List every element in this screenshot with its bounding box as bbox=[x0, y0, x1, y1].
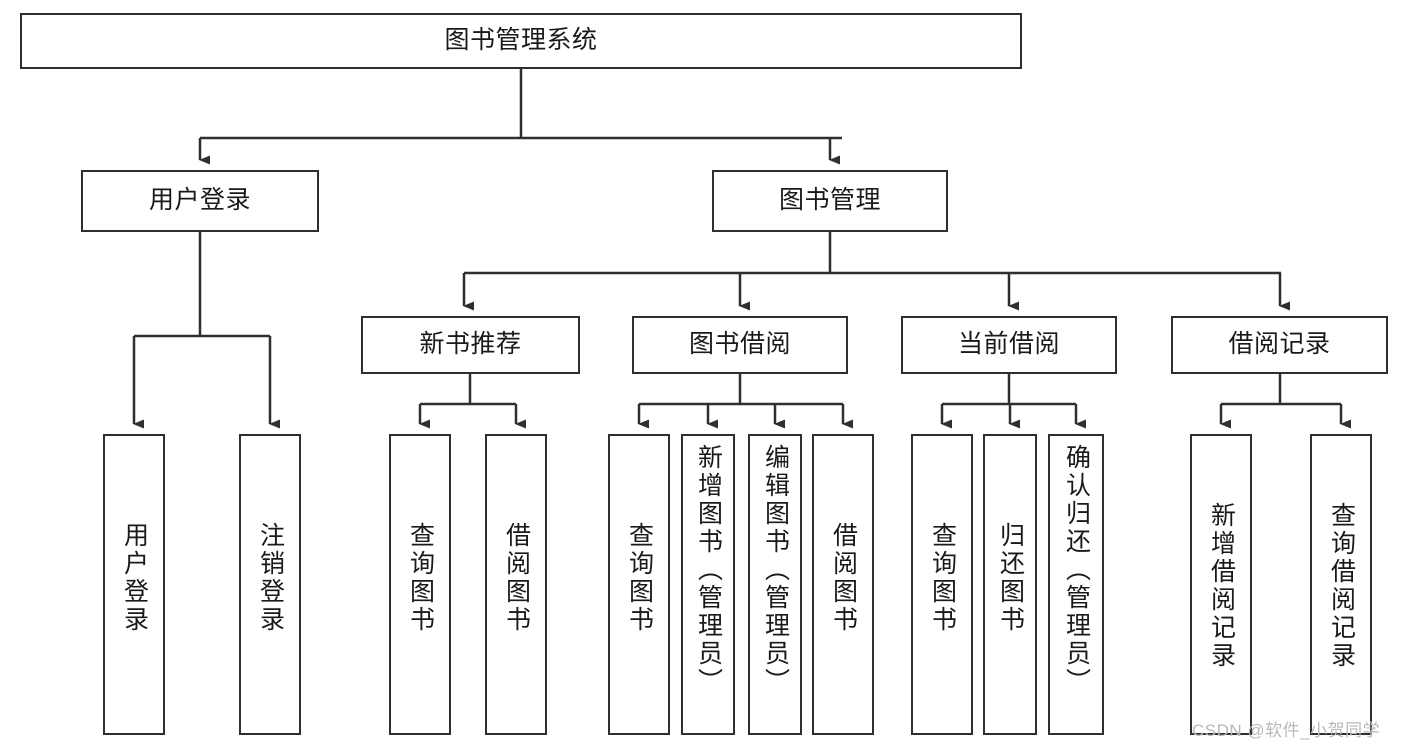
leaf-add-book-admin-label: 新增图书（管理员） bbox=[694, 444, 723, 696]
node-new-book-recommend[interactable]: 新书推荐 bbox=[361, 316, 580, 374]
node-user-login-label: 用户登录 bbox=[148, 186, 251, 215]
leaf-return-book-label: 归还图书 bbox=[996, 522, 1025, 634]
node-borrow-record-label: 借阅记录 bbox=[1228, 330, 1331, 359]
node-current-borrow-label: 当前借阅 bbox=[957, 330, 1060, 359]
node-book-borrow[interactable]: 图书借阅 bbox=[632, 316, 848, 374]
node-book-borrow-label: 图书借阅 bbox=[688, 330, 791, 359]
leaf-add-book-admin[interactable]: 新增图书（管理员） bbox=[681, 434, 735, 735]
leaf-return-book[interactable]: 归还图书 bbox=[983, 434, 1037, 735]
leaf-borrow-book-recommend[interactable]: 借阅图书 bbox=[485, 434, 547, 735]
leaf-query-book-recommend-label: 查询图书 bbox=[406, 522, 435, 634]
leaf-query-book-current-label: 查询图书 bbox=[928, 522, 957, 634]
node-new-book-recommend-label: 新书推荐 bbox=[419, 330, 522, 359]
csdn-watermark: CSDN @软件_小贺同学 bbox=[1192, 721, 1381, 740]
node-root-label: 图书管理系统 bbox=[444, 26, 598, 55]
node-root[interactable]: 图书管理系统 bbox=[20, 13, 1022, 69]
leaf-query-book-recommend[interactable]: 查询图书 bbox=[389, 434, 451, 735]
leaf-query-book-borrow[interactable]: 查询图书 bbox=[608, 434, 670, 735]
leaf-logout[interactable]: 注销登录 bbox=[239, 434, 301, 735]
leaf-lend-book-label: 借阅图书 bbox=[829, 522, 858, 634]
leaf-query-book-borrow-label: 查询图书 bbox=[625, 522, 654, 634]
leaf-edit-book-admin-label: 编辑图书（管理员） bbox=[761, 444, 790, 696]
leaf-confirm-return-admin-label: 确认归还（管理员） bbox=[1062, 444, 1091, 696]
node-borrow-record[interactable]: 借阅记录 bbox=[1171, 316, 1388, 374]
leaf-query-borrow-record-label: 查询借阅记录 bbox=[1327, 502, 1356, 670]
node-book-management-label: 图书管理 bbox=[778, 186, 881, 215]
leaf-query-book-current[interactable]: 查询图书 bbox=[911, 434, 973, 735]
leaf-edit-book-admin[interactable]: 编辑图书（管理员） bbox=[748, 434, 802, 735]
leaf-user-login[interactable]: 用户登录 bbox=[103, 434, 165, 735]
leaf-query-borrow-record[interactable]: 查询借阅记录 bbox=[1310, 434, 1372, 735]
node-user-login[interactable]: 用户登录 bbox=[81, 170, 319, 232]
leaf-add-borrow-record-label: 新增借阅记录 bbox=[1207, 502, 1236, 670]
leaf-user-login-label: 用户登录 bbox=[120, 522, 149, 634]
leaf-add-borrow-record[interactable]: 新增借阅记录 bbox=[1190, 434, 1252, 735]
leaf-borrow-book-recommend-label: 借阅图书 bbox=[502, 522, 531, 634]
leaf-lend-book[interactable]: 借阅图书 bbox=[812, 434, 874, 735]
leaf-logout-label: 注销登录 bbox=[256, 522, 285, 634]
leaf-confirm-return-admin[interactable]: 确认归还（管理员） bbox=[1048, 434, 1104, 735]
node-current-borrow[interactable]: 当前借阅 bbox=[901, 316, 1117, 374]
node-book-management[interactable]: 图书管理 bbox=[712, 170, 948, 232]
